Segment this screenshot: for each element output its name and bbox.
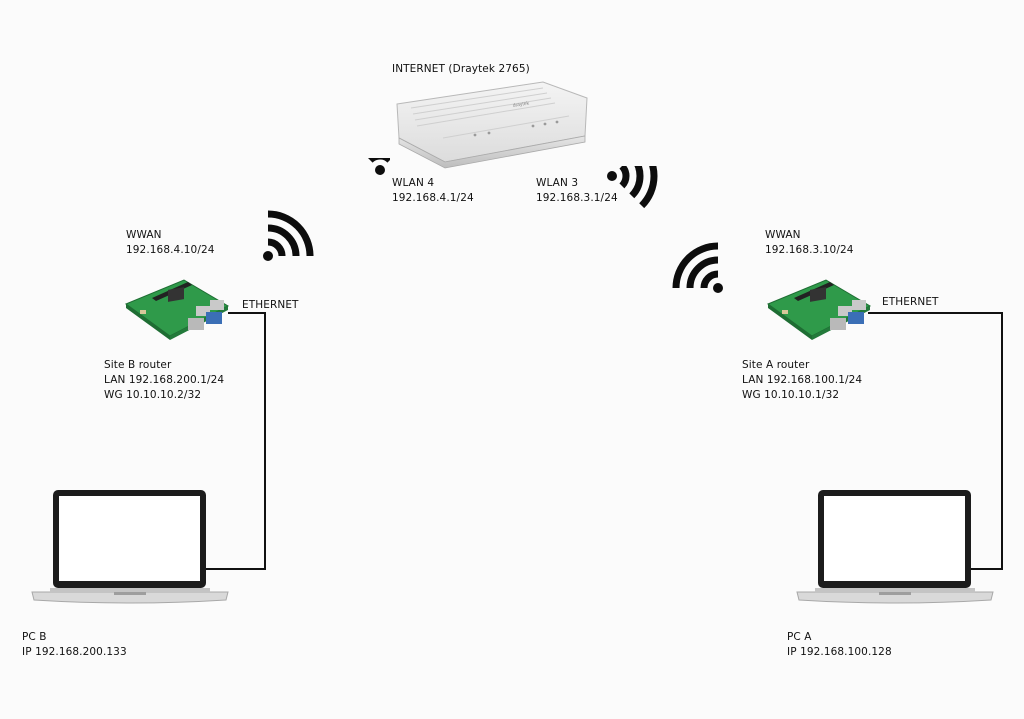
wlan4-subnet: 192.168.4.1/24 — [392, 192, 474, 204]
site-b-wwan-label: WWAN 192.168.4.10/24 — [126, 228, 215, 258]
pc-a-info: PC A IP 192.168.100.128 — [787, 630, 892, 660]
laptop-icon-pc-a — [796, 490, 994, 604]
site-b-wwan-ip: 192.168.4.10/24 — [126, 244, 215, 256]
pc-b-info: PC B IP 192.168.200.133 — [22, 630, 127, 660]
draytek-router-icon: draytek — [396, 81, 588, 169]
laptop-icon-pc-b — [31, 490, 229, 604]
site-b-wwan-title: WWAN — [126, 229, 162, 241]
site-b-router-name: Site B router — [104, 359, 172, 371]
svg-text:draytek: draytek — [512, 100, 530, 109]
site-a-wwan-label: WWAN 192.168.3.10/24 — [765, 228, 854, 258]
raspberry-pi-icon-site-a — [766, 279, 872, 340]
ethernet-cable-site-b — [205, 312, 266, 570]
site-a-wwan-title: WWAN — [765, 229, 801, 241]
wlan3-label: WLAN 3 192.168.3.1/24 — [536, 176, 618, 206]
wifi-signal-icon-wlan3 — [607, 166, 658, 209]
raspberry-pi-icon-site-b — [124, 279, 230, 340]
site-a-wg: WG 10.10.10.1/32 — [742, 389, 840, 401]
wlan3-name: WLAN 3 — [536, 177, 579, 189]
wifi-signal-icon-site-a — [672, 242, 723, 293]
wifi-signal-icon-wlan4 — [367, 158, 390, 175]
pc-b-name: PC B — [22, 631, 47, 643]
wifi-signal-icon-site-b — [263, 210, 314, 261]
site-a-ethernet-label: ETHERNET — [882, 296, 939, 308]
site-a-router-info: Site A router LAN 192.168.100.1/24 WG 10… — [742, 358, 862, 403]
site-b-ethernet-label: ETHERNET — [242, 299, 299, 311]
wlan4-name: WLAN 4 — [392, 177, 435, 189]
site-a-lan: LAN 192.168.100.1/24 — [742, 374, 863, 386]
wlan3-subnet: 192.168.3.1/24 — [536, 192, 618, 204]
wlan4-label: WLAN 4 192.168.4.1/24 — [392, 176, 474, 206]
pc-a-ip: IP 192.168.100.128 — [787, 646, 892, 658]
pc-a-name: PC A — [787, 631, 812, 643]
router-title: INTERNET (Draytek 2765) — [392, 63, 530, 75]
ethernet-cable-site-a — [868, 312, 1003, 570]
site-b-lan: LAN 192.168.200.1/24 — [104, 374, 225, 386]
site-b-wg: WG 10.10.10.2/32 — [104, 389, 202, 401]
site-b-router-info: Site B router LAN 192.168.200.1/24 WG 10… — [104, 358, 224, 403]
site-a-router-name: Site A router — [742, 359, 810, 371]
site-a-wwan-ip: 192.168.3.10/24 — [765, 244, 854, 256]
pc-b-ip: IP 192.168.200.133 — [22, 646, 127, 658]
